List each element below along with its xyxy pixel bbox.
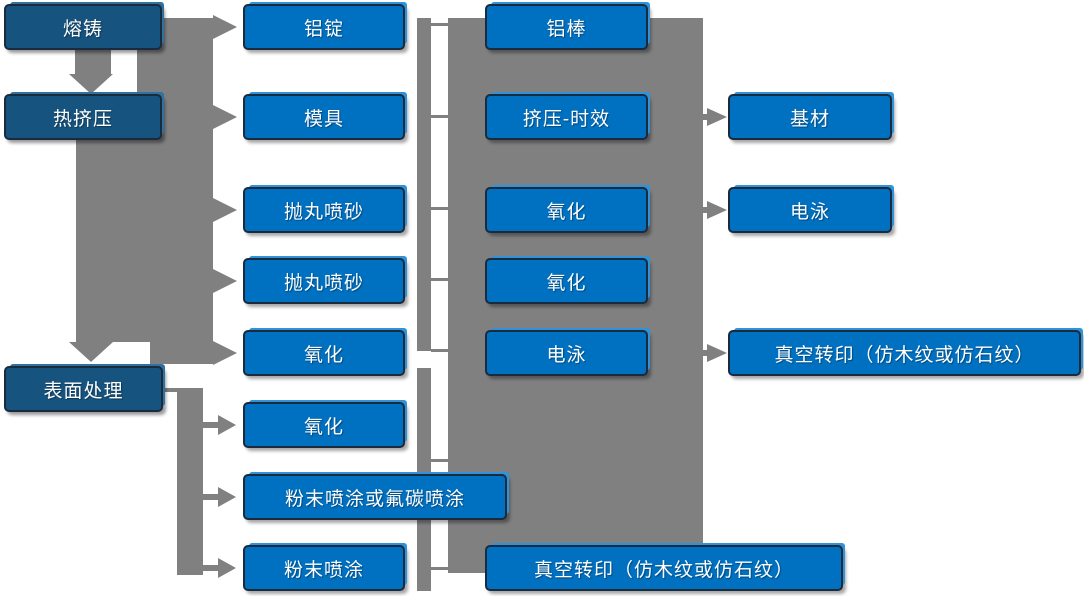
node-mold: 模具	[243, 94, 405, 140]
node-surface-treatment: 表面处理	[4, 366, 163, 412]
node-oxidation-b: 氧化	[243, 402, 405, 448]
node-powder-coating: 粉末喷涂	[243, 545, 405, 591]
connector-shaft-powder-fluorocarbon	[202, 494, 218, 500]
node-oxidation-a: 氧化	[243, 330, 405, 376]
connector-left-band-main	[76, 140, 213, 342]
node-base-material: 基材	[728, 94, 892, 140]
node-electrophoresis-b: 电泳	[728, 187, 892, 233]
node-hot-extrusion: 热挤压	[4, 94, 162, 140]
connector-stub-row7	[431, 459, 449, 462]
connector-stub-row2	[431, 115, 449, 118]
arrow-to-powder-coating	[218, 558, 236, 578]
node-shot-blast-1: 抛丸喷砂	[243, 187, 405, 233]
connector-shaft-electrophoresis-b	[701, 207, 709, 213]
connector-stub-row5	[431, 349, 449, 352]
node-aluminum-rod: 铝棒	[485, 4, 648, 50]
arrow-to-aluminum-ingot	[213, 15, 237, 39]
arrow-down-to-hot-extrusion	[69, 74, 113, 94]
node-aluminum-ingot: 铝锭	[243, 4, 405, 50]
node-powder-or-fluorocarbon: 粉末喷涂或氟碳喷涂	[243, 474, 507, 520]
connector-stub-row4	[431, 278, 449, 281]
node-electrophoresis-a: 电泳	[485, 330, 648, 376]
arrow-to-base-material	[707, 108, 727, 126]
node-melt-casting: 熔铸	[4, 4, 162, 50]
arrow-to-oxidation-a	[213, 341, 237, 365]
arrow-to-electrophoresis-b	[707, 201, 727, 219]
connector-stub-row3	[431, 207, 449, 210]
connector-shaft-oxidation-b	[202, 422, 218, 428]
connector-junction-bar-upper	[417, 18, 431, 351]
node-shot-blast-2: 抛丸喷砂	[243, 258, 405, 304]
connector-lower-band	[177, 388, 203, 575]
connector-shaft-vacuum-transfer-b	[701, 350, 709, 356]
arrow-to-vacuum-transfer-b	[707, 344, 727, 362]
node-oxidation-c: 氧化	[485, 187, 648, 233]
arrow-to-oxidation-b	[218, 415, 236, 435]
node-vacuum-transfer-a: 真空转印（仿木纹或仿石纹）	[485, 545, 843, 591]
connector-down-shaft-1	[75, 50, 111, 76]
arrow-to-powder-fluorocarbon	[218, 487, 236, 507]
connector-shaft-powder-coating	[202, 565, 218, 571]
arrow-to-mold	[213, 105, 237, 129]
connector-stub-row1	[431, 23, 449, 26]
node-vacuum-transfer-b: 真空转印（仿木纹或仿石纹）	[728, 330, 1081, 376]
node-extrusion-aging: 挤压-时效	[485, 94, 648, 140]
node-oxidation-d: 氧化	[485, 258, 648, 304]
connector-stub-row8	[431, 567, 449, 570]
arrow-down-to-surface-treatment	[69, 342, 113, 362]
arrow-to-shot-blast-1	[213, 198, 237, 222]
connector-left-band-foot	[150, 342, 213, 364]
connector-surface-treatment-stub	[162, 388, 178, 392]
arrow-to-shot-blast-2	[213, 269, 237, 293]
connector-shaft-base-material	[701, 114, 709, 120]
